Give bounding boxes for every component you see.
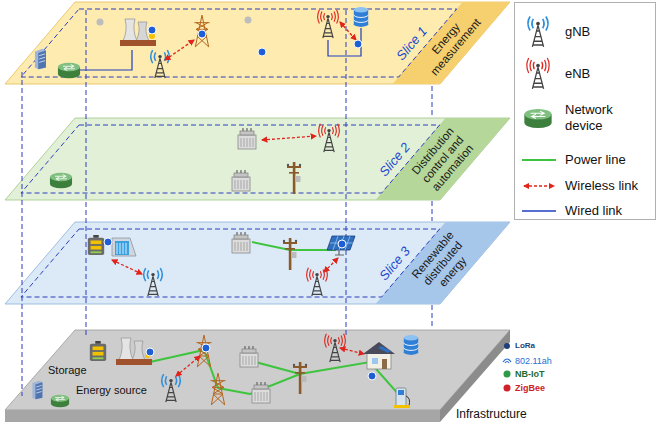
layer-outline xyxy=(5,330,510,422)
device-dot xyxy=(202,344,210,352)
device-dot xyxy=(104,238,112,246)
slice-band xyxy=(393,2,510,84)
protocol-label: NB-IoT xyxy=(515,368,545,380)
guide-line xyxy=(22,72,23,396)
legend-text: Network device xyxy=(565,102,613,133)
database-icon xyxy=(404,335,418,355)
legend-box xyxy=(515,3,656,220)
legend-wired-link-sample xyxy=(522,210,556,211)
legend-text: eNB xyxy=(565,66,590,81)
network-slice-layer: Slice 2Distribution control and automati… xyxy=(5,118,510,200)
slice-purpose: Renewable distributed energy xyxy=(400,218,485,309)
slice-boundary xyxy=(21,9,457,77)
device-dot xyxy=(338,240,346,248)
transformer-icon xyxy=(240,346,258,367)
legend-entry: Wired link xyxy=(565,203,653,219)
storage-icon xyxy=(88,235,104,255)
wifi-logo xyxy=(503,359,511,363)
slice-purpose: Energy measurement xyxy=(414,2,490,84)
legend-wireless-link-sample xyxy=(524,185,554,186)
inactive-dot xyxy=(245,17,252,24)
network-device-icon xyxy=(50,173,72,188)
transformer-icon xyxy=(238,128,256,149)
legend-power-line-sample xyxy=(522,159,556,161)
lora-logo xyxy=(504,343,510,349)
nbiot-logo xyxy=(504,371,511,378)
legend-text: Wired link xyxy=(565,203,622,218)
legend-text: Wireless link xyxy=(565,178,638,193)
component-label: Energy source xyxy=(76,384,147,396)
network-device-icon xyxy=(58,63,80,78)
protocol-label: 802.11ah xyxy=(515,355,552,367)
inactive-dot xyxy=(97,19,104,26)
infrastructure-layer: Infrastructure xyxy=(5,330,510,422)
device-dot xyxy=(258,48,266,56)
legend-entry: gNB xyxy=(565,24,653,40)
slab-front xyxy=(5,410,440,422)
zigbee-logo xyxy=(504,385,511,392)
device-dot xyxy=(368,372,376,380)
device-dot xyxy=(148,26,156,34)
device-dot xyxy=(354,40,362,48)
legend-enb-sample xyxy=(527,58,549,89)
transformer-icon xyxy=(232,170,250,191)
slice-name: Slice 2 xyxy=(376,139,413,178)
slice-name: Slice 3 xyxy=(376,243,413,282)
slice-plane xyxy=(5,2,510,84)
protocol-label: LoRa xyxy=(515,340,535,352)
server-icon xyxy=(32,381,42,399)
protocol-label: ZigBee xyxy=(515,382,545,394)
network-slice-layer: Slice 3Renewable distributed energy xyxy=(5,222,510,304)
transformer-icon xyxy=(252,382,270,403)
legend-network-device-sample xyxy=(524,109,551,128)
slice-boundary xyxy=(21,229,440,297)
slice-name: Slice 1 xyxy=(393,23,430,62)
device-dot xyxy=(146,348,154,356)
device-dot xyxy=(198,30,206,38)
server-icon xyxy=(35,49,46,69)
slice-boundary xyxy=(21,125,440,193)
network-device-icon xyxy=(51,395,69,408)
transformer-icon xyxy=(232,232,250,253)
layer-name: Infrastructure xyxy=(456,407,527,421)
legend-entry: Network device xyxy=(565,102,653,134)
legend-gnb-sample xyxy=(528,17,548,47)
slab-top xyxy=(5,330,510,410)
legend-entry: Wireless link xyxy=(565,178,653,194)
slice-purpose: Distribution control and automation xyxy=(400,114,485,205)
database-icon xyxy=(354,7,368,27)
legend-text: Power line xyxy=(565,152,626,167)
storage-icon xyxy=(90,341,106,361)
network-slice-layer: Slice 1Energy measurement xyxy=(5,2,510,84)
legend-entry: Power line xyxy=(565,152,653,168)
legend-text: gNB xyxy=(565,24,590,39)
legend-entry: eNB xyxy=(565,66,653,82)
component-label: Storage xyxy=(48,364,87,376)
